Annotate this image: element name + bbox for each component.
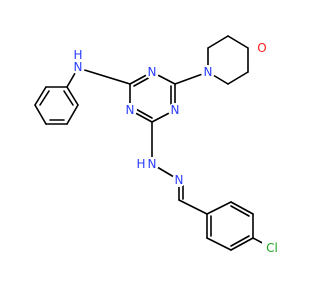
svg-text:N: N [74, 60, 83, 74]
triazine-nitrogen-left: N [123, 103, 137, 117]
svg-text:N: N [204, 65, 213, 79]
chemical-structure: N H N N N N O N [34, 35, 282, 255]
svg-text:N: N [126, 103, 135, 117]
triazine-nitrogen-top: N [145, 65, 159, 79]
svg-text:N: N [148, 65, 157, 79]
morpholine-oxygen: O [255, 41, 269, 55]
svg-text:N: N [171, 103, 180, 117]
chlorine-atom: Cl [262, 241, 282, 255]
hydrazone-nitrogen-beta: N [172, 173, 186, 187]
svg-text:Cl: Cl [266, 241, 278, 255]
amine-hydrogen: H [72, 48, 84, 62]
svg-text:N: N [175, 173, 184, 187]
svg-text:H: H [73, 48, 82, 62]
svg-text:H: H [136, 157, 145, 171]
triazine-nitrogen-right: N [168, 103, 182, 117]
svg-text:N: N [148, 157, 157, 171]
hydrazone-nitrogen-alpha: N [145, 157, 159, 171]
atom-labels: N H N N N N O N [71, 41, 282, 255]
svg-text:O: O [257, 41, 266, 55]
morpholine-nitrogen: N [201, 65, 215, 79]
amine-nitrogen: N [71, 60, 85, 74]
hydrazone-hydrogen: H [135, 157, 147, 171]
